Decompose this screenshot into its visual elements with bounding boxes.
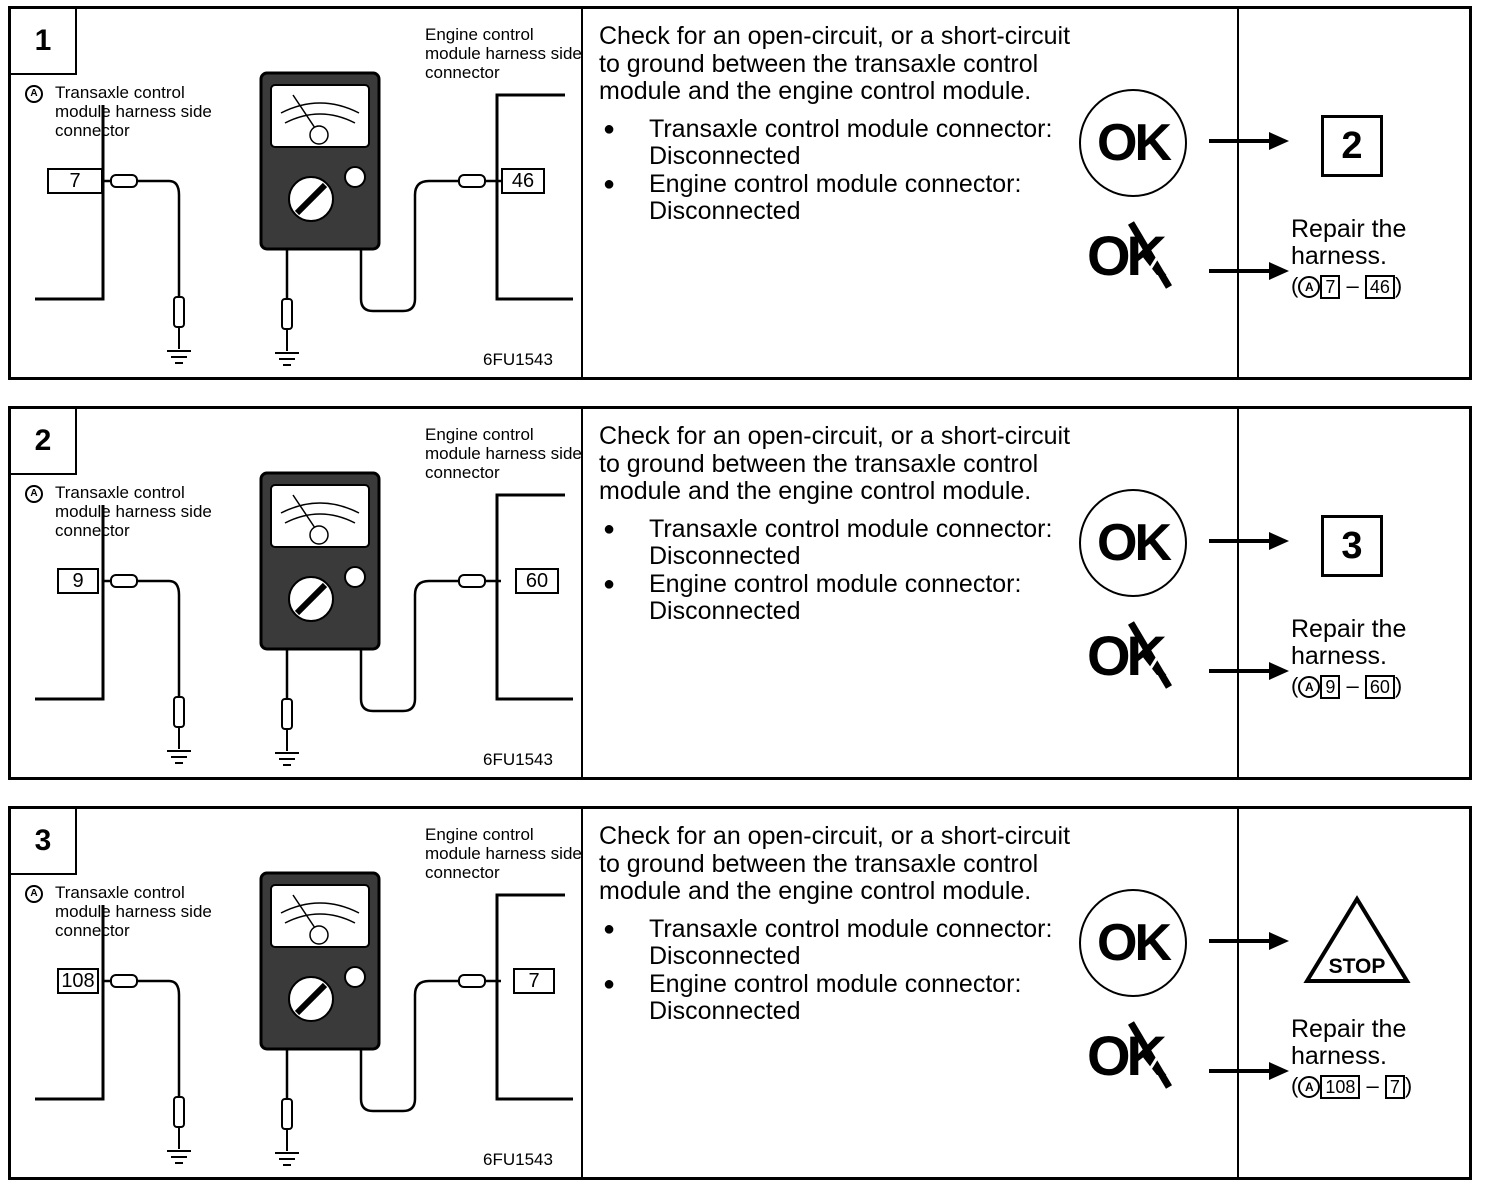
ok-badge: OK [1079,489,1187,597]
repair-instruction: Repair the harness. [1291,615,1407,670]
step-number: 2 [11,409,77,475]
ecm-connector-label: Engine control module harness side conne… [425,425,582,482]
wiring-diagram: 2 A Transaxle control module harness side… [11,409,583,777]
repair-from-pin: 108 [1320,1075,1361,1100]
step-row: 1 A Transaxle control module harness side… [8,6,1472,380]
tcm-connector-label: A Transaxle control module harness side c… [25,883,250,940]
wiring-diagram: 1 A Transaxle control module harness side… [11,9,583,377]
check-instructions: Check for an open-circuit, or a short-ci… [599,22,1079,226]
svg-text:STOP: STOP [1329,955,1386,978]
arrow-right-icon [1209,262,1289,280]
arrow-right-icon [1209,662,1289,680]
condition-tcm: Transaxle control module connector: Disc… [599,915,1079,971]
check-text: Check for an open-circuit, or a short-ci… [599,422,1071,505]
next-step-box[interactable]: 2 [1321,115,1383,177]
ecm-pin-number: 7 [513,968,555,994]
ecm-connector-label: Engine control module harness side conne… [425,825,582,882]
tcm-label-text: Transaxle control module harness side co… [55,483,212,540]
crossed-ok-icon: OK [1087,1021,1177,1089]
condition-list: Transaxle control module connector: Disc… [599,115,1079,226]
A-circle-icon: A [25,84,43,103]
tcm-pin-number: 108 [57,968,99,994]
check-text: Check for an open-circuit, or a short-ci… [599,822,1071,905]
step-number: 3 [11,809,77,875]
multimeter-icon [259,71,381,251]
svg-text:OK: OK [1087,1024,1167,1087]
multimeter-icon [259,471,381,651]
multimeter-wiring-illustration [35,71,573,366]
repair-to-pin: 60 [1364,675,1395,700]
ok-badge: OK [1079,889,1187,997]
repair-from-pin: 9 [1320,675,1341,700]
tcm-label-text: Transaxle control module harness side co… [55,883,212,940]
A-circle-icon: A [25,884,43,903]
ecm-pin-number: 60 [515,568,559,594]
crossed-ok-icon: OK [1087,621,1177,689]
condition-ecm: Engine control module connector: Disconn… [599,570,1079,626]
arrow-right-icon [1209,932,1289,950]
next-step-box[interactable]: 3 [1321,515,1383,577]
figure-code: 6FU1543 [483,350,553,369]
check-instructions: Check for an open-circuit, or a short-ci… [599,822,1079,1026]
tcm-label-text: Transaxle control module harness side co… [55,83,212,140]
tcm-pin-number: 7 [47,168,103,194]
A-circle-icon: A [1298,276,1321,299]
condition-tcm: Transaxle control module connector: Disc… [599,115,1079,171]
A-circle-icon: A [1298,676,1321,699]
condition-list: Transaxle control module connector: Disc… [599,915,1079,1026]
figure-code: 6FU1543 [483,1150,553,1169]
condition-list: Transaxle control module connector: Disc… [599,515,1079,626]
tcm-connector-label: A Transaxle control module harness side c… [25,483,250,540]
multimeter-wiring-illustration [35,471,573,766]
arrow-right-icon [1209,132,1289,150]
arrow-right-icon [1209,1062,1289,1080]
ecm-connector-label: Engine control module harness side conne… [425,25,582,82]
svg-text:OK: OK [1087,224,1167,287]
figure-code: 6FU1543 [483,750,553,769]
repair-instruction: Repair the harness. [1291,215,1407,270]
step-number: 1 [11,9,77,75]
repair-to-pin: 7 [1384,1075,1405,1100]
A-circle-icon: A [25,484,43,503]
stop-triangle-icon: STOP [1303,895,1411,983]
step-row: 3 A Transaxle control module harness side… [8,806,1472,1180]
A-circle-icon: A [1298,1076,1321,1099]
multimeter-icon [259,871,381,1051]
repair-instruction: Repair the harness. [1291,1015,1407,1070]
svg-text:OK: OK [1087,624,1167,687]
condition-ecm: Engine control module connector: Disconn… [599,170,1079,226]
multimeter-wiring-illustration [35,871,573,1166]
condition-ecm: Engine control module connector: Disconn… [599,970,1079,1026]
condition-tcm: Transaxle control module connector: Disc… [599,515,1079,571]
check-text: Check for an open-circuit, or a short-ci… [599,22,1071,105]
wiring-diagram: 3 A Transaxle control module harness side… [11,809,583,1177]
arrow-right-icon [1209,532,1289,550]
step-row: 2 A Transaxle control module harness side… [8,406,1472,780]
ok-badge: OK [1079,89,1187,197]
tcm-connector-label: A Transaxle control module harness side c… [25,83,250,140]
check-instructions: Check for an open-circuit, or a short-ci… [599,422,1079,626]
tcm-pin-number: 9 [57,568,99,594]
ecm-pin-number: 46 [501,168,545,194]
crossed-ok-icon: OK [1087,221,1177,289]
repair-from-pin: 7 [1320,275,1341,300]
repair-to-pin: 46 [1364,275,1395,300]
